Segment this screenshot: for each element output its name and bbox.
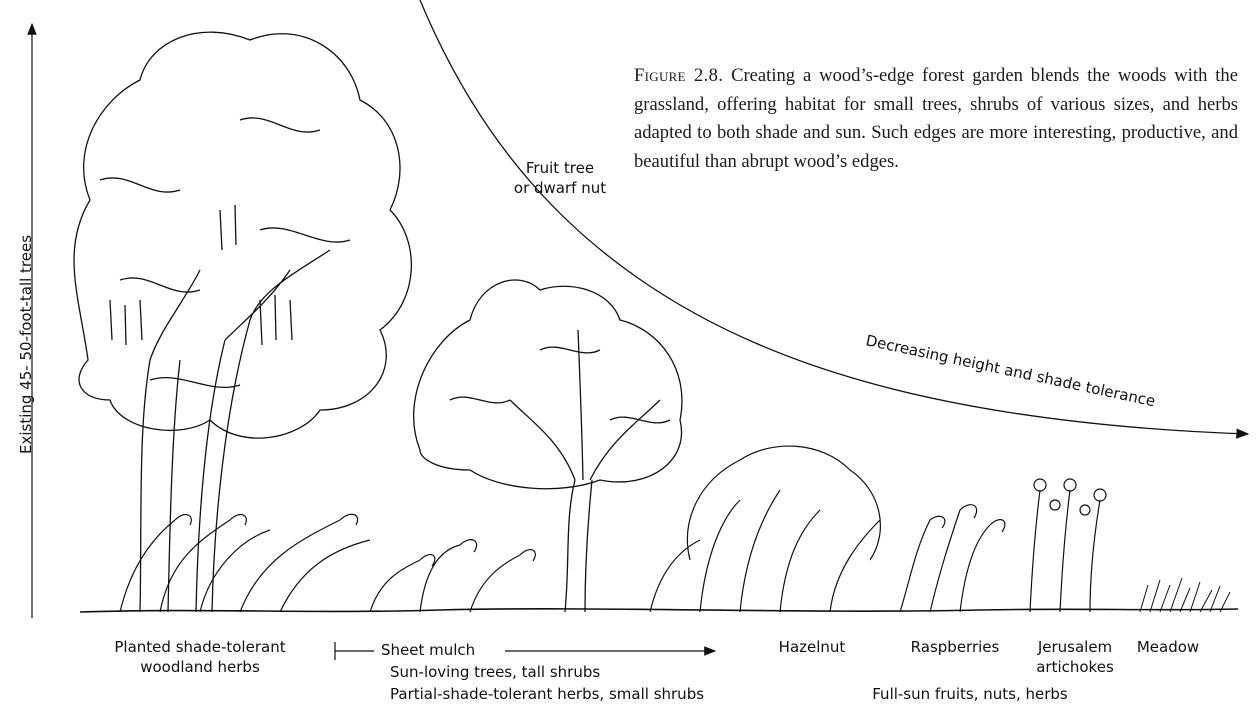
jerusalem-artichoke-drawing bbox=[1030, 479, 1106, 612]
hazelnut-shrubs-drawing bbox=[650, 446, 880, 612]
raspberry-canes-drawing bbox=[900, 505, 1005, 612]
existing-tall-trees bbox=[74, 32, 411, 612]
sheet-mulch-plants bbox=[370, 540, 535, 612]
fruit-tree-drawing bbox=[414, 280, 682, 612]
full-sun-label: Full-sun fruits, nuts, herbs bbox=[840, 684, 1100, 704]
raspberries-label: Raspberries bbox=[900, 637, 1010, 657]
woodland-herbs-drawing bbox=[120, 514, 370, 612]
ground-line bbox=[80, 609, 1238, 612]
jerusalem-artichokes-label: Jerusalem artichokes bbox=[1025, 637, 1125, 677]
sun-loving-label: Sun-loving trees, tall shrubs bbox=[390, 662, 600, 682]
meadow-label: Meadow bbox=[1128, 637, 1208, 657]
figure-label: Figure 2.8. bbox=[634, 65, 723, 86]
figure-caption: Figure 2.8. Creating a wood’s-edge fores… bbox=[634, 62, 1238, 176]
partial-shade-label: Partial-shade-tolerant herbs, small shru… bbox=[390, 684, 704, 704]
hazelnut-label: Hazelnut bbox=[770, 637, 854, 657]
curve-label: Decreasing height and shade tolerance bbox=[864, 331, 1157, 410]
sheet-mulch-label: Sheet mulch bbox=[381, 640, 475, 660]
vertical-axis-label: Existing 45- 50-foot-tall trees bbox=[17, 244, 35, 454]
woodland-herbs-label: Planted shade-tolerant woodland herbs bbox=[90, 637, 310, 677]
caption-text: Creating a wood’s-edge forest garden ble… bbox=[634, 65, 1238, 172]
meadow-grass-drawing bbox=[1140, 578, 1230, 612]
fruit-tree-label: Fruit tree or dwarf nut bbox=[490, 158, 630, 198]
